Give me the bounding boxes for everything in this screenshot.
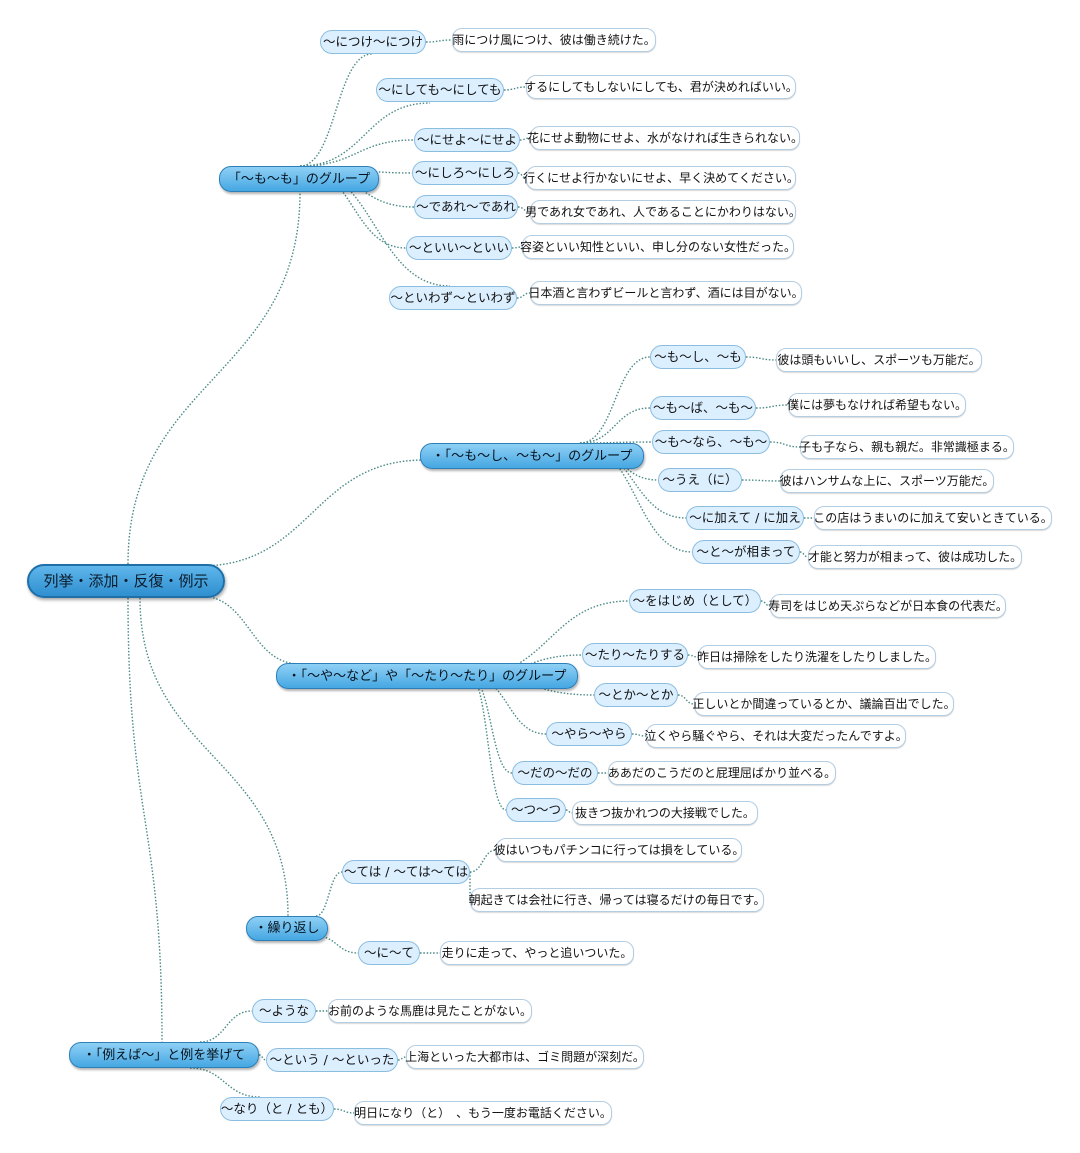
example-sentence: するにしてもしないにしても、君が決めればいい。 <box>524 75 798 99</box>
example-sentence: 男であれ女であれ、人であることにかわりはない。 <box>525 200 801 224</box>
pattern-node[interactable]: ～も～し、～も <box>650 345 746 369</box>
group-to-pattern-line <box>469 675 507 811</box>
root-to-group-line <box>127 597 163 1043</box>
pattern-node[interactable]: ～にしろ～にしろ <box>412 161 518 185</box>
group-to-pattern-line <box>469 675 513 774</box>
root-to-group-line <box>199 595 301 665</box>
pattern-node[interactable]: ～も～ば、～も～ <box>650 396 756 420</box>
pattern-node[interactable]: ～と～が相まって <box>692 540 800 564</box>
group-to-pattern-line <box>299 102 431 167</box>
pattern-to-example-line <box>333 1108 355 1114</box>
example-sentence: この店はうまいのに加えて安いときている。 <box>813 506 1053 530</box>
pattern-node[interactable]: ～なり（と / とも） <box>220 1097 334 1121</box>
pattern-to-example-line <box>769 441 801 448</box>
group-to-pattern-line <box>579 356 651 444</box>
pattern-node[interactable]: ～という / ～といった <box>266 1048 398 1072</box>
example-sentence: 泣くやら騒ぐやら、それは大変だったんですよ。 <box>644 724 908 748</box>
example-sentence: お前のような馬鹿は見たことがない。 <box>328 999 532 1023</box>
example-sentence: 昨日は掃除をしたり洗濯をしたりしました。 <box>697 645 937 669</box>
group-to-pattern-line <box>189 1067 261 1098</box>
pattern-node[interactable]: ～も～なら、～も～ <box>652 430 770 454</box>
group-ya-nado-tari[interactable]: ・「～や～など」や「～たり～たり」のグループ <box>276 663 578 689</box>
example-sentence: 走りに走って、やっと追いついた。 <box>440 941 634 965</box>
group-mo-shi-mo[interactable]: ・「～も～し、～も～」のグループ <box>420 443 644 469</box>
example-sentence: 才能と努力が相まって、彼は成功した。 <box>808 545 1022 569</box>
example-sentence: 容姿といい知性といい、申し分のない女性だった。 <box>520 235 796 259</box>
pattern-node[interactable]: ～つ～つ <box>506 798 566 822</box>
example-sentence: 抜きつ抜かれつの大接戦でした。 <box>572 801 758 825</box>
example-sentence: 正しいとか間違っているとか、議論百出でした。 <box>692 692 956 716</box>
root-topic[interactable]: 列挙・添加・反復・例示 <box>27 564 225 598</box>
pattern-to-example-line <box>503 86 527 91</box>
pattern-node[interactable]: ～とか～とか <box>594 683 678 707</box>
group-to-pattern-line <box>315 871 343 917</box>
pattern-node[interactable]: ～ような <box>252 999 316 1023</box>
example-sentence: 日本酒と言わずビールと言わず、酒には目がない。 <box>528 281 804 305</box>
pattern-to-example-line <box>755 404 789 409</box>
group-to-pattern-line <box>299 139 415 167</box>
example-sentence: 寿司をはじめ天ぷらなどが日本食の代表だ。 <box>768 594 1008 618</box>
pattern-node[interactable]: ～にせよ～にせよ <box>414 128 520 152</box>
example-sentence: ああだのこうだのと屁理屈ばかり並べる。 <box>608 761 836 785</box>
group-repetition[interactable]: ・繰り返し <box>246 916 328 941</box>
pattern-to-example-line <box>741 479 781 482</box>
pattern-node[interactable]: ～にしても～にしても <box>376 78 504 102</box>
pattern-to-example-line <box>425 39 453 43</box>
pattern-node[interactable]: ～につけ～につけ <box>320 30 426 54</box>
pattern-node[interactable]: ～といわず～といわず <box>389 286 517 310</box>
group-to-pattern-line <box>258 1054 267 1061</box>
root-to-group-line <box>127 191 301 565</box>
root-to-group-line <box>199 459 425 567</box>
pattern-node[interactable]: ～やら～やら <box>546 722 632 746</box>
example-sentence: 朝起きては会社に行き、帰っては寝るだけの毎日です。 <box>469 888 765 912</box>
group-examples[interactable]: ・「例えば～」と例を挙げて <box>69 1042 259 1068</box>
example-sentence: 彼はいつもパチンコに行っては損をしている。 <box>494 838 744 862</box>
example-sentence: 明日になり（と） 、もう一度お電話ください。 <box>354 1101 612 1125</box>
group-to-pattern-line <box>199 1010 253 1043</box>
group-to-pattern-line <box>299 53 373 167</box>
example-sentence: 行くにせよ行かないにせよ、早く決めてください。 <box>523 166 799 190</box>
example-sentence: 彼は頭もいいし、スポーツも万能だ。 <box>776 348 982 372</box>
group-to-pattern-line <box>579 407 651 444</box>
example-sentence: 子も子なら、親も親だ。非常識極まる。 <box>799 435 1015 459</box>
group-mo-mo[interactable]: 「～も～も」のグループ <box>219 166 379 192</box>
pattern-node[interactable]: ～ては / ～ては～ては <box>342 860 470 884</box>
pattern-node[interactable]: ～たり～たりする <box>582 643 688 667</box>
example-sentence: 僕には夢もなければ希望もない。 <box>787 393 967 417</box>
pattern-node[interactable]: ～に～て <box>358 941 420 965</box>
pattern-to-example-line <box>469 849 497 873</box>
pattern-node[interactable]: ～であれ～であれ <box>414 195 518 219</box>
pattern-node[interactable]: ～だの～だの <box>512 761 598 785</box>
example-sentence: 彼はハンサムな上に、スポーツ万能だ。 <box>780 469 994 493</box>
example-sentence: 上海といった大都市は、ゴミ問題が深刻だ。 <box>405 1045 645 1069</box>
example-sentence: 雨につけ風につけ、彼は働き続けた。 <box>452 28 656 52</box>
pattern-node[interactable]: ～に加えて / に加え <box>686 506 804 530</box>
pattern-node[interactable]: ～うえ（に） <box>658 468 742 492</box>
root-to-group-line <box>139 597 289 917</box>
example-sentence: 花にせよ動物にせよ、水がなければ生きられない。 <box>527 126 803 150</box>
pattern-to-example-line <box>799 551 809 558</box>
pattern-node[interactable]: ～といい～といい <box>406 236 512 260</box>
pattern-node[interactable]: ～をはじめ（として） <box>629 589 761 613</box>
pattern-to-example-line <box>745 356 777 361</box>
